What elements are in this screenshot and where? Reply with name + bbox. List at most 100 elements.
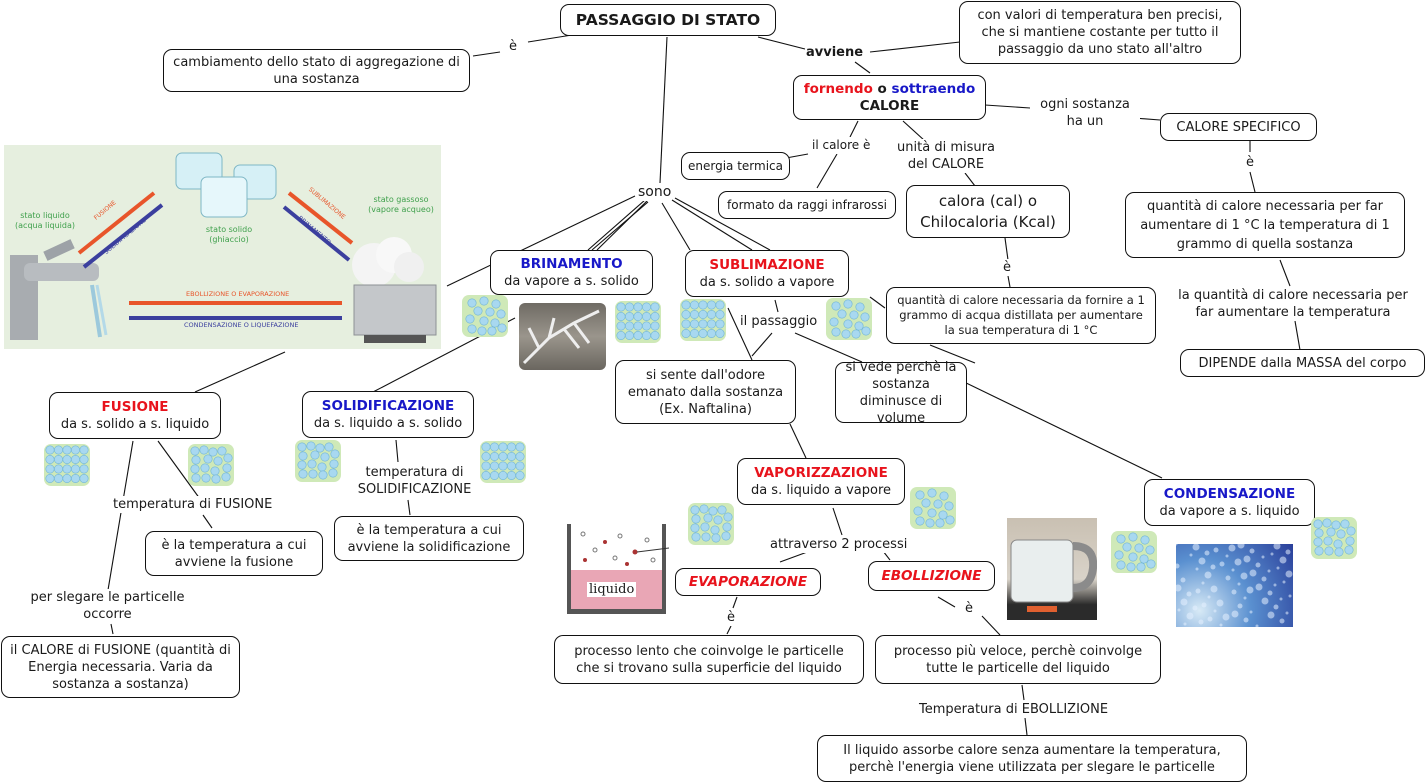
calore-specifico-definition-node[interactable]: quantità di calore necessaria per far au… <box>1125 192 1405 258</box>
particle-dot <box>498 470 508 480</box>
droplet <box>1186 591 1192 597</box>
condensazione-title: CONDENSAZIONE <box>1163 485 1296 502</box>
particle-dot <box>62 464 72 474</box>
particle-dot <box>191 473 201 483</box>
droplet <box>1231 610 1239 618</box>
droplet <box>1231 589 1237 595</box>
energia-termica-node[interactable]: energia termica <box>681 152 790 180</box>
particle-dot <box>315 443 325 453</box>
vaporizzazione-title: VAPORIZZAZIONE <box>754 464 888 481</box>
ebollizione-definition-node[interactable]: processo più veloce, perchè coinvolge tu… <box>875 635 1161 684</box>
particle-dot <box>79 455 89 464</box>
calore-fusione-node[interactable]: il CALORE di FUSIONE (quantità di Energi… <box>1 636 240 698</box>
link-e-specifico: è <box>1246 154 1254 171</box>
particle-dot <box>1345 536 1355 546</box>
droplet <box>1243 617 1249 623</box>
particle-dot <box>490 452 499 461</box>
droplet <box>1273 604 1279 610</box>
particle-dot <box>307 459 317 469</box>
particle-dot <box>698 319 708 329</box>
evaporazione-node[interactable]: EVAPORAZIONE <box>675 568 821 596</box>
particle-dot <box>691 514 701 524</box>
particle-dot <box>633 312 643 321</box>
particle-dot <box>317 462 327 472</box>
particle-dot <box>717 505 727 515</box>
droplet <box>1249 610 1253 614</box>
particle-dot <box>515 442 525 452</box>
droplet <box>1228 544 1236 552</box>
odore-node[interactable]: si sente dall'odore emanato dalla sostan… <box>615 360 796 424</box>
boiling-pot-icon <box>352 237 437 343</box>
particle-dot <box>831 327 841 337</box>
particle-dot <box>681 300 691 310</box>
definition-node[interactable]: cambiamento dello stato di aggregazione … <box>163 49 470 92</box>
caloria-definition-node[interactable]: quantità di calore necessaria da fornire… <box>886 287 1156 344</box>
particle-dot <box>925 518 935 528</box>
calore-specifico-node[interactable]: CALORE SPECIFICO <box>1160 113 1317 141</box>
solidificazione-temperature-node[interactable]: è la temperatura a cui avviene la solidi… <box>334 516 524 561</box>
particle-dot <box>706 310 716 319</box>
vaporizzazione-subtitle: da s. liquido a vapore <box>750 482 892 498</box>
ebollizione-temperature-definition-node[interactable]: Il liquido assorbe calore senza aumentar… <box>817 735 1247 782</box>
droplet <box>1177 608 1181 612</box>
particle-dot <box>944 501 954 511</box>
massa-node[interactable]: DIPENDE dalla MASSA del corpo <box>1180 349 1425 377</box>
particle-dot <box>1313 537 1323 547</box>
solid-particles-icon <box>680 299 726 341</box>
brinamento-node[interactable]: BRINAMENTO da vapore a s. solido <box>490 250 653 295</box>
particle-dot <box>490 318 500 328</box>
calore-node[interactable]: fornendo o sottraendo CALORE <box>793 75 986 120</box>
particle-dot <box>62 473 72 483</box>
link-e-definition: è <box>509 38 517 55</box>
fusione-node[interactable]: FUSIONE da s. solido a s. liquido <box>49 392 221 439</box>
unita-misura-node[interactable]: calora (cal) o Chilocaloria (Kcal) <box>906 185 1070 238</box>
droplet <box>1276 566 1280 570</box>
sublimazione-node[interactable]: SUBLIMAZIONE da s. solido a vapore <box>685 250 849 297</box>
particle-dot <box>831 301 841 311</box>
particle-dot <box>715 300 725 310</box>
particle-dot <box>45 445 55 455</box>
particle-dot <box>921 498 931 508</box>
condensazione-node[interactable]: CONDENSAZIONE da vapore a s. liquido <box>1144 479 1315 526</box>
particle-dot <box>1116 534 1126 544</box>
particle-dot <box>710 525 720 535</box>
particle-dot <box>467 324 477 334</box>
fusione-temperature-node[interactable]: è la temperatura a cui avviene la fusion… <box>145 531 323 576</box>
volume-node[interactable]: si vede perchè la sostanza diminusce di … <box>835 360 967 426</box>
solidificazione-node[interactable]: SOLIDIFICAZIONE da s. liquido a s. solid… <box>302 391 474 438</box>
particle-dot <box>713 515 723 525</box>
link-e-evaporazione: è <box>727 609 735 626</box>
link-per-slegare: per slegare le particelle occorre <box>20 589 195 623</box>
droplet <box>1192 544 1200 551</box>
root-node-passaggio-di-stato[interactable]: PASSAGGIO DI STATO <box>560 4 776 36</box>
droplet <box>1288 594 1292 598</box>
droplet <box>1201 581 1205 585</box>
particle-dot <box>945 515 955 525</box>
droplet <box>1261 555 1265 559</box>
particle-dot <box>1145 545 1155 555</box>
water-droplets-photo <box>1176 544 1293 627</box>
condensazione-subtitle: da vapore a s. liquido <box>1159 503 1300 519</box>
particle-dot <box>625 330 634 340</box>
particle-dot <box>849 310 859 320</box>
brinamento-subtitle: da vapore a s. solido <box>504 273 639 289</box>
particle-dot <box>681 328 691 338</box>
particle-dot <box>703 513 713 523</box>
evaporazione-definition-node[interactable]: processo lento che coinvolge le particel… <box>554 635 864 684</box>
particle-dot <box>498 461 508 471</box>
ebollizione-node[interactable]: EBOLLIZIONE <box>868 561 995 591</box>
particle-dot <box>1344 545 1354 555</box>
particle-dot <box>699 504 709 514</box>
droplet <box>1225 575 1231 581</box>
link-avviene: avviene <box>806 44 864 61</box>
vaporizzazione-node[interactable]: VAPORIZZAZIONE da s. liquido a vapore <box>737 458 905 505</box>
link-il-passaggio: il passaggio <box>740 313 818 330</box>
particle-dot <box>681 310 691 319</box>
particle-dot <box>616 312 626 321</box>
link-attraverso-2-processi: attraverso 2 processi <box>770 536 908 553</box>
droplet <box>1198 557 1206 565</box>
condition-node[interactable]: con valori di temperatura ben precisi, c… <box>959 1 1241 64</box>
particle-dot <box>915 490 925 500</box>
link-temperatura-solidificazione: temperatura di SOLIDIFICAZIONE <box>347 464 482 498</box>
raggi-infrarossi-node[interactable]: formato da raggi infrarossi <box>718 191 896 219</box>
